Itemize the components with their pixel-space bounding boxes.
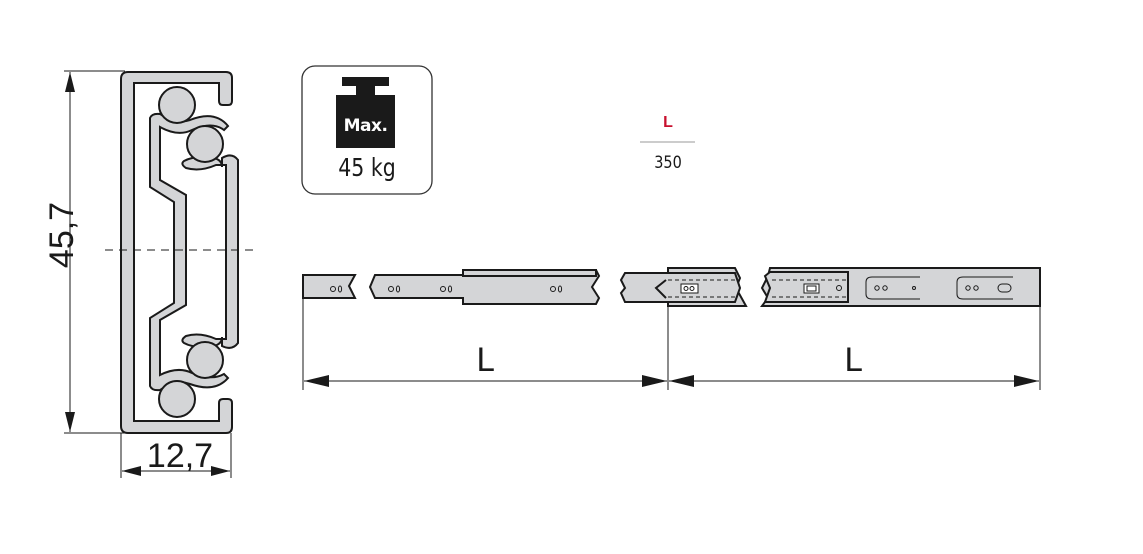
max-label: Max. [343, 116, 388, 136]
height-dimension [64, 70, 125, 434]
length-table-value: 350 [654, 153, 682, 173]
length-dimensions [302, 298, 1041, 390]
length-label-closed: L [476, 341, 494, 379]
width-dimension-label: 12,7 [146, 437, 214, 475]
length-table-header: L [663, 114, 673, 131]
mounting-holes-left [330, 285, 563, 293]
length-label-extension: L [844, 341, 862, 379]
load-capacity: 45 kg [338, 153, 396, 182]
weight-icon [336, 77, 395, 148]
height-dimension-label: 45,7 [43, 201, 81, 269]
profile-cross-section [120, 71, 239, 434]
extended-rail-details [668, 276, 1013, 300]
width-dimension [120, 433, 232, 478]
load-badge [301, 65, 433, 195]
closed-rail [302, 269, 601, 305]
